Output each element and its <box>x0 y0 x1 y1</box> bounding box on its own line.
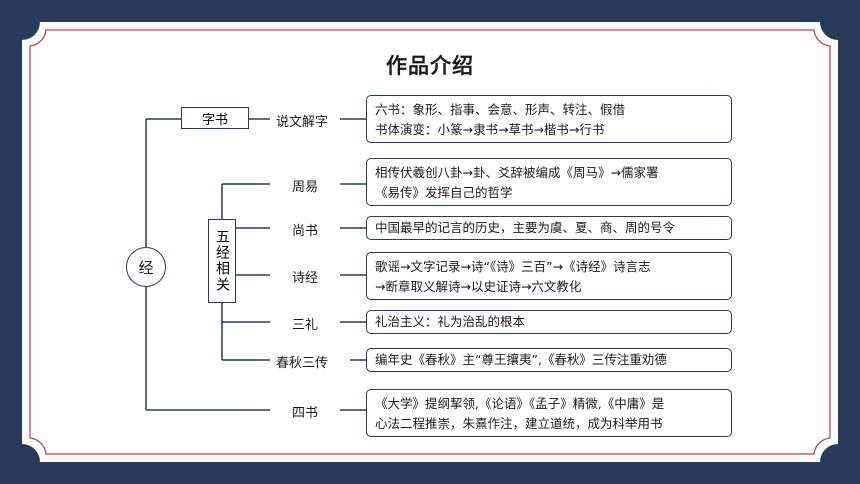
category-zishu: 字书 <box>181 107 249 129</box>
desc-line: 书体演变：小篆→隶书→草书→楷书→行书 <box>375 122 605 137</box>
desc-box-shuowen: 六书：象形、指事、会意、形声、转注、假借 书体演变：小篆→隶书→草书→楷书→行书 <box>366 95 732 143</box>
label-sishu: 四书 <box>292 406 319 421</box>
desc-line: 中国最早的记言的历史，主要为虞、夏、商、周的号令 <box>375 220 676 235</box>
desc-line: 相传伏羲创八卦→卦、爻辞被编成《周马》→儒家署 <box>375 165 659 180</box>
desc-line: 礼治主义：礼为治乱的根本 <box>375 314 526 329</box>
desc-box-sanli: 礼治主义：礼为治乱的根本 <box>366 310 732 334</box>
label-shangshu: 尚书 <box>292 224 319 239</box>
desc-line: 六书：象形、指事、会意、形声、转注、假借 <box>375 102 626 117</box>
desc-line: 《大学》提纲挈领,《论语》《孟子》精微,《中庸》是 <box>375 396 665 411</box>
desc-line: →断章取义解诗→以史证诗→六文教化 <box>375 279 582 294</box>
category-wujing: 五经相关 <box>208 219 236 303</box>
page-title: 作品介绍 <box>386 54 474 78</box>
desc-line: 心法二程推崇，朱熹作注，建立道统，成为科举用书 <box>375 416 663 431</box>
desc-box-shangshu: 中国最早的记言的历史，主要为虞、夏、商、周的号令 <box>366 216 732 240</box>
desc-box-shijing: 歌谣→文字记录→诗“《诗》三百”→《诗经》诗言志 →断章取义解诗→以史证诗→六文… <box>366 252 732 300</box>
label-shuowen: 说文解字 <box>276 115 329 130</box>
desc-box-chunqiu: 编年史《春秋》主“尊王攘夷”,《春秋》三传注重劝德 <box>366 348 732 372</box>
desc-line: 编年史《春秋》主“尊王攘夷”,《春秋》三传注重劝德 <box>375 352 667 367</box>
label-zhouyi: 周易 <box>292 180 319 195</box>
desc-line: 歌谣→文字记录→诗“《诗》三百”→《诗经》诗言志 <box>375 259 651 274</box>
label-sanli: 三礼 <box>292 318 319 333</box>
desc-box-zhouyi: 相传伏羲创八卦→卦、爻辞被编成《周马》→儒家署 《易传》发挥自己的哲学 <box>366 158 732 206</box>
root-node: 经 <box>126 247 166 287</box>
desc-line: 《易传》发挥自己的哲学 <box>375 185 513 200</box>
label-chunqiu: 春秋三传 <box>276 356 329 371</box>
desc-box-sishu: 《大学》提纲挈领,《论语》《孟子》精微,《中庸》是 心法二程推崇，朱熹作注，建立… <box>366 389 732 437</box>
label-shijing: 诗经 <box>292 271 319 286</box>
